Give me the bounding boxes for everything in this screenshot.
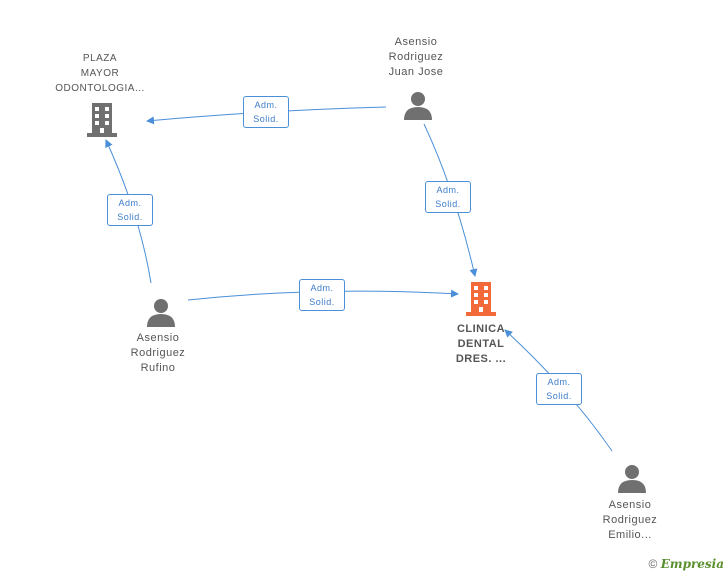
label-line: DENTAL [457,338,505,350]
building-icon[interactable] [87,103,117,137]
brand-logo: Empresia [660,557,724,571]
edge-label-line: Adm. [118,198,142,208]
edge-label[interactable]: Adm. Solid. [107,194,153,226]
label-line: ODONTOLOGIA... [55,83,145,94]
person-icon[interactable] [146,297,176,327]
edge-label-line: Solid. [435,199,461,209]
person-label-juan-jose[interactable]: Asensio Rodriguez Juan Jose [356,35,476,80]
label-line: Asensio [608,499,652,511]
label-line: Rodriguez [130,347,186,359]
company-label-plaza[interactable]: PLAZA MAYOR ODONTOLOGIA... [40,51,160,96]
label-line: Rodriguez [388,51,444,63]
label-line: Juan Jose [388,66,444,78]
edge-label[interactable]: Adm. Solid. [243,96,289,128]
label-line: Asensio [136,332,180,344]
edge-label-line: Solid. [309,297,335,307]
edge-label-line: Adm. [436,185,460,195]
edge-label[interactable]: Adm. Solid. [536,373,582,405]
label-line: Rufino [140,362,176,374]
copyright-icon: © [648,557,658,571]
brand-footer: © Empresia [649,557,724,571]
label-line: DRES. ... [455,353,507,365]
edge-label[interactable]: Adm. Solid. [299,279,345,311]
person-icon[interactable] [617,463,647,493]
company-label-clinica[interactable]: CLINICA DENTAL DRES. ... [431,322,531,367]
edge-label-line: Adm. [547,377,571,387]
edge-label-line: Adm. [254,100,278,110]
edge-label-line: Adm. [310,283,334,293]
edge-label[interactable]: Adm. Solid. [425,181,471,213]
edge-label-line: Solid. [117,212,143,222]
building-icon-main[interactable] [466,282,496,316]
label-line: Rodriguez [602,514,658,526]
label-line: CLINICA [456,323,506,335]
person-icon[interactable] [403,90,433,120]
label-line: PLAZA [82,53,118,64]
label-line: Asensio [394,36,438,48]
person-label-emilio[interactable]: Asensio Rodriguez Emilio... [570,498,690,543]
edge-label-line: Solid. [253,114,279,124]
edge-label-line: Solid. [546,391,572,401]
person-label-rufino[interactable]: Asensio Rodriguez Rufino [98,331,218,376]
label-line: Emilio... [608,529,652,541]
label-line: MAYOR [80,68,120,79]
